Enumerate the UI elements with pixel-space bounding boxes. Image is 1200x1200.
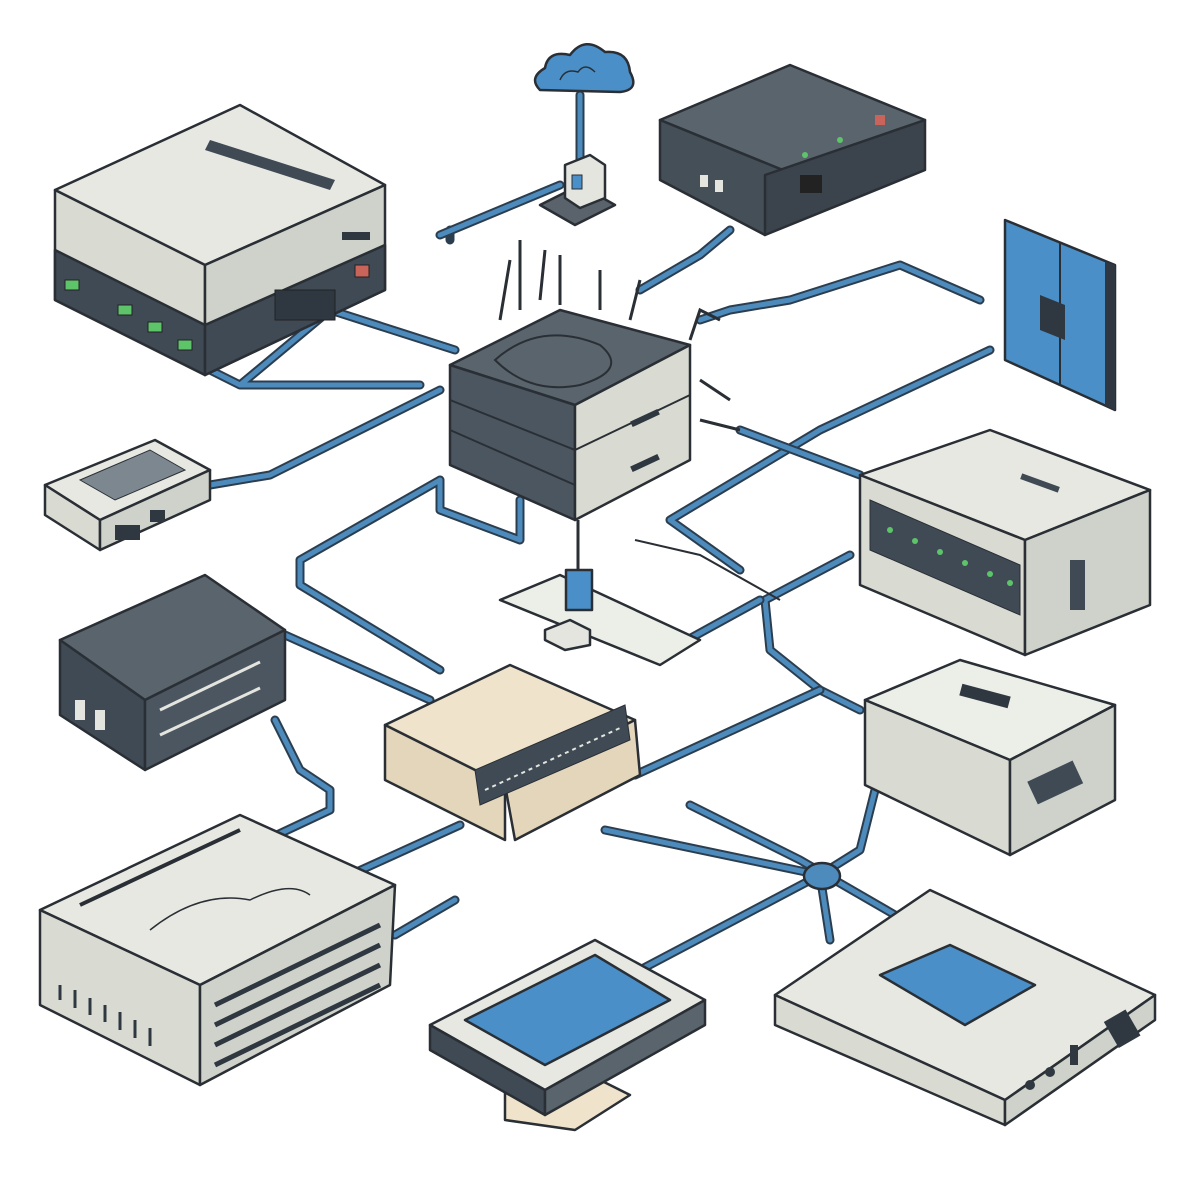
cable-hub-to-switch-right (735, 425, 865, 480)
network-device-beige (383, 663, 642, 842)
base-stand (498, 520, 781, 667)
printer-right (863, 658, 1117, 857)
modem-adapter (538, 153, 617, 227)
cables (205, 90, 995, 975)
cable-darkbox-to-bottomleft (240, 715, 335, 855)
router-bottom-right (773, 888, 1157, 1127)
cable-switch-to-hub-top (435, 180, 565, 245)
server-bottom-left (38, 813, 397, 1087)
screen (878, 943, 1037, 1027)
server-top-left (53, 103, 387, 377)
server-left-dark (58, 573, 287, 772)
cloud-icon (533, 43, 635, 94)
status-led (177, 339, 193, 351)
cable-panel-to-center (665, 345, 995, 575)
status-led (64, 279, 80, 291)
tablet-device (428, 938, 707, 1132)
status-led (147, 321, 163, 333)
cable-keyboard-to-hub (205, 385, 445, 490)
cable-switch-to-printer (760, 550, 865, 715)
keyboard-device (43, 438, 212, 552)
network-switch-right (858, 428, 1152, 657)
cable-topright-to-hub (635, 225, 735, 295)
cable-darkbox-to-beige (280, 630, 435, 705)
cable-beige-to-bottomleft (345, 820, 465, 940)
central-hub (448, 240, 741, 522)
wall-panel-right (1003, 218, 1117, 412)
cable-beige-to-printer (630, 685, 825, 780)
status-led (117, 304, 133, 316)
cable-hub-to-beige (295, 475, 525, 675)
antenna-wires (498, 240, 741, 432)
cable-junction-node (802, 861, 842, 891)
screen (463, 953, 672, 1067)
cable-panel-to-hub (695, 260, 985, 325)
router-top-right (658, 63, 927, 237)
